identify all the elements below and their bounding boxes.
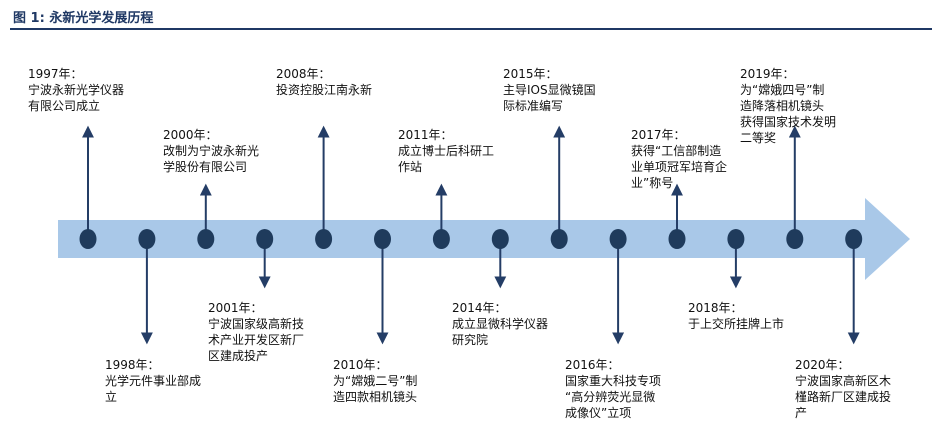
- event-description: 宁波国家级高新技 术产业开发区新厂 区建成投产: [208, 317, 305, 363]
- event-label: 2018年： 于上交所挂牌上市: [688, 300, 784, 332]
- event-year: 2015年：: [503, 67, 558, 81]
- event-label: 2010年： 为“嫦娥二号”制 造四款相机镜头: [333, 357, 417, 405]
- event-node-5: [374, 229, 391, 249]
- event-description: 投资控股江南永新: [276, 83, 373, 97]
- event-node-4: [315, 229, 333, 249]
- event-year: 2020年：: [795, 358, 850, 372]
- event-description: 成立显微科学仪器 研究院: [452, 317, 549, 347]
- event-description: 改制为宁波永新光 学股份有限公司: [163, 144, 260, 174]
- event-label: 2011年： 成立博士后科研工 作站: [398, 127, 494, 175]
- event-label: 2015年： 主导IOS显微镜国 际标准编写: [503, 66, 596, 114]
- event-label: 2014年： 成立显微科学仪器 研究院: [452, 300, 548, 348]
- event-node-8: [550, 229, 568, 249]
- figure-label: 图 1:: [13, 11, 45, 26]
- event-year: 2000年：: [163, 128, 218, 142]
- event-year: 2001年：: [208, 301, 263, 315]
- event-node-3: [256, 229, 274, 249]
- event-label: 2017年： 获得“工信部制造 业单项冠军培育企 业”称号: [631, 127, 727, 191]
- event-node-2: [197, 229, 215, 249]
- event-node-11: [727, 229, 745, 249]
- event-label: 2001年： 宁波国家级高新技 术产业开发区新厂 区建成投产: [208, 300, 304, 364]
- event-description: 光学元件事业部成 立: [105, 374, 202, 404]
- event-year: 1998年：: [105, 358, 160, 372]
- event-year: 2010年：: [333, 358, 388, 372]
- timeline-band-arrow: [58, 198, 910, 280]
- event-node-10: [668, 229, 686, 249]
- event-label: 2000年： 改制为宁波永新光 学股份有限公司: [163, 127, 259, 175]
- event-description: 获得“工信部制造 业单项冠军培育企 业”称号: [631, 144, 728, 190]
- event-description: 为“嫦娥二号”制 造四款相机镜头: [333, 374, 418, 404]
- event-label: 1998年： 光学元件事业部成 立: [105, 357, 201, 405]
- event-year: 2018年：: [688, 301, 743, 315]
- event-label: 2019年： 为“嫦娥四号”制 造降落相机镜头 获得国家技术发明 二等奖: [740, 66, 836, 146]
- event-description: 成立博士后科研工 作站: [398, 144, 495, 174]
- event-node-7: [491, 229, 509, 249]
- event-year: 2017年：: [631, 128, 686, 142]
- event-year: 2019年：: [740, 67, 795, 81]
- figure-title-text: 永新光学发展历程: [49, 11, 154, 26]
- event-node-13: [845, 229, 863, 249]
- event-description: 主导IOS显微镜国 际标准编写: [503, 83, 596, 113]
- event-year: 2008年：: [276, 67, 331, 81]
- event-description: 宁波永新光学仪器 有限公司成立: [28, 83, 125, 113]
- event-year: 2016年：: [565, 358, 620, 372]
- event-description: 国家重大科技专项 “高分辨荧光显微 成像仪”立项: [565, 374, 662, 420]
- event-node-9: [609, 229, 627, 249]
- event-node-1: [138, 229, 156, 249]
- event-node-12: [786, 229, 804, 249]
- event-description: 宁波国家高新区木 槿路新厂区建成投 产: [795, 374, 892, 420]
- figure-title: 图 1: 永新光学发展历程: [13, 7, 153, 26]
- event-year: 1997年：: [28, 67, 83, 81]
- event-label: 2008年： 投资控股江南永新: [276, 66, 372, 98]
- event-description: 为“嫦娥四号”制 造降落相机镜头 获得国家技术发明 二等奖: [740, 83, 837, 145]
- event-node-6: [432, 229, 450, 249]
- event-label: 2020年： 宁波国家高新区木 槿路新厂区建成投 产: [795, 357, 891, 421]
- event-description: 于上交所挂牌上市: [688, 317, 785, 331]
- event-year: 2011年：: [398, 128, 453, 142]
- event-label: 2016年： 国家重大科技专项 “高分辨荧光显微 成像仪”立项: [565, 357, 661, 421]
- event-node-0: [79, 229, 97, 249]
- event-year: 2014年：: [452, 301, 507, 315]
- title-divider: [10, 28, 932, 30]
- event-label: 1997年： 宁波永新光学仪器 有限公司成立: [28, 66, 124, 114]
